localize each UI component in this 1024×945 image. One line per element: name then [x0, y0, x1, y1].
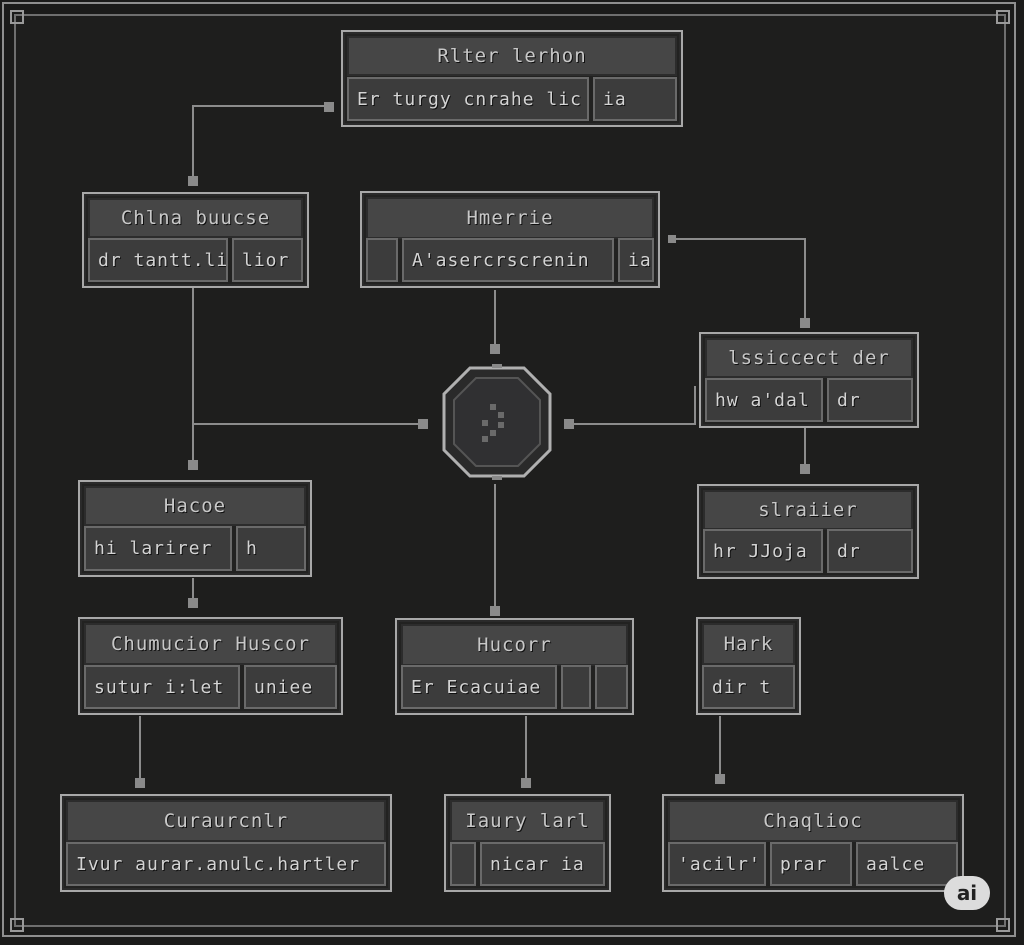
connector-node — [188, 598, 198, 608]
frame-corner — [996, 10, 1010, 24]
entity-header: Chlna buucse — [88, 198, 303, 238]
frame-corner — [996, 918, 1010, 932]
entity-right2[interactable]: slraiier hr JJoja dr — [697, 484, 919, 579]
ai-badge[interactable]: ai — [944, 876, 990, 910]
entity-header: Chaqlioc — [668, 800, 958, 842]
entity-field: nicar ia — [480, 842, 605, 886]
connector-node — [188, 460, 198, 470]
entity-header: Curaurcnlr — [66, 800, 386, 842]
entity-header: Chumucior Huscor — [84, 623, 337, 665]
canvas-frame — [14, 14, 1006, 927]
entity-header: Hark — [702, 623, 795, 665]
entity-left3[interactable]: Chumucior Huscor sutur i:let uniee — [78, 617, 343, 715]
entity-header: Hacoe — [84, 486, 306, 526]
entity-left1[interactable]: Chlna buucse dr tantt.li lior — [82, 192, 309, 288]
entity-top[interactable]: Rlter lerhon Er turgy cnrahe lic ia — [341, 30, 683, 127]
entity-header: Rlter lerhon — [347, 36, 677, 76]
entity-field: A'asercrscrenin — [402, 238, 614, 282]
entity-bottom3[interactable]: Chaqlioc 'acilr' prar aalce — [662, 794, 964, 892]
entity-field: hi larirer — [84, 526, 232, 571]
entity-left2[interactable]: Hacoe hi larirer h — [78, 480, 312, 577]
entity-field: ia — [593, 77, 677, 121]
connector-top-left1 — [192, 105, 330, 180]
outer-frame — [2, 2, 1016, 937]
entity-center1[interactable]: Hmerrie A'asercrscrenin ia — [360, 191, 660, 288]
connector-node — [800, 318, 810, 328]
entity-center2[interactable]: Hucorr Er Ecacuiae — [395, 618, 634, 715]
connector-node — [188, 176, 198, 186]
connector-node — [490, 606, 500, 616]
entity-field: prar — [770, 842, 852, 886]
connector-node — [324, 102, 334, 112]
entity-field: dr — [827, 378, 913, 422]
entity-field: Er turgy cnrahe lic — [347, 77, 589, 121]
entity-field: dir t — [702, 665, 795, 709]
entity-field: hr JJoja — [703, 529, 823, 573]
entity-header: Iaury larl — [450, 800, 605, 842]
entity-field: Ivur aurar.anulc.hartler — [66, 842, 386, 886]
connector-node — [564, 419, 574, 429]
entity-field: aalce — [856, 842, 958, 886]
entity-field: sutur i:let — [84, 665, 240, 709]
entity-field: hw a'dal — [705, 378, 823, 422]
connector-center1-right1 — [672, 238, 806, 318]
connector-node — [490, 344, 500, 354]
entity-field: Er Ecacuiae — [401, 665, 557, 709]
connector-hub-right1 — [570, 386, 696, 425]
entity-right3[interactable]: Hark dir t — [696, 617, 801, 715]
entity-header: Hmerrie — [366, 197, 654, 239]
connector-node — [135, 778, 145, 788]
frame-corner — [10, 10, 24, 24]
entity-field: dr tantt.li — [88, 238, 228, 282]
entity-field — [450, 842, 476, 886]
entity-header: slraiier — [703, 490, 913, 530]
entity-right1[interactable]: lssiccect der hw a'dal dr — [699, 332, 919, 428]
entity-field: h — [236, 526, 306, 571]
central-hub-node[interactable] — [440, 364, 554, 480]
frame-corner — [10, 918, 24, 932]
connector-node — [418, 419, 428, 429]
entity-field: uniee — [244, 665, 337, 709]
entity-field: ia — [618, 238, 654, 282]
entity-field: dr — [827, 529, 913, 573]
entity-header: Hucorr — [401, 624, 628, 666]
connector-node — [715, 774, 725, 784]
entity-field: lior — [232, 238, 303, 282]
entity-field — [561, 665, 591, 709]
entity-field — [595, 665, 628, 709]
connector-node — [521, 778, 531, 788]
entity-field — [366, 238, 398, 282]
connector-node — [800, 464, 810, 474]
connector-node — [668, 235, 676, 243]
entity-bottom2[interactable]: Iaury larl nicar ia — [444, 794, 611, 892]
entity-header: lssiccect der — [705, 338, 913, 378]
entity-field: 'acilr' — [668, 842, 766, 886]
entity-bottom1[interactable]: Curaurcnlr Ivur aurar.anulc.hartler — [60, 794, 392, 892]
